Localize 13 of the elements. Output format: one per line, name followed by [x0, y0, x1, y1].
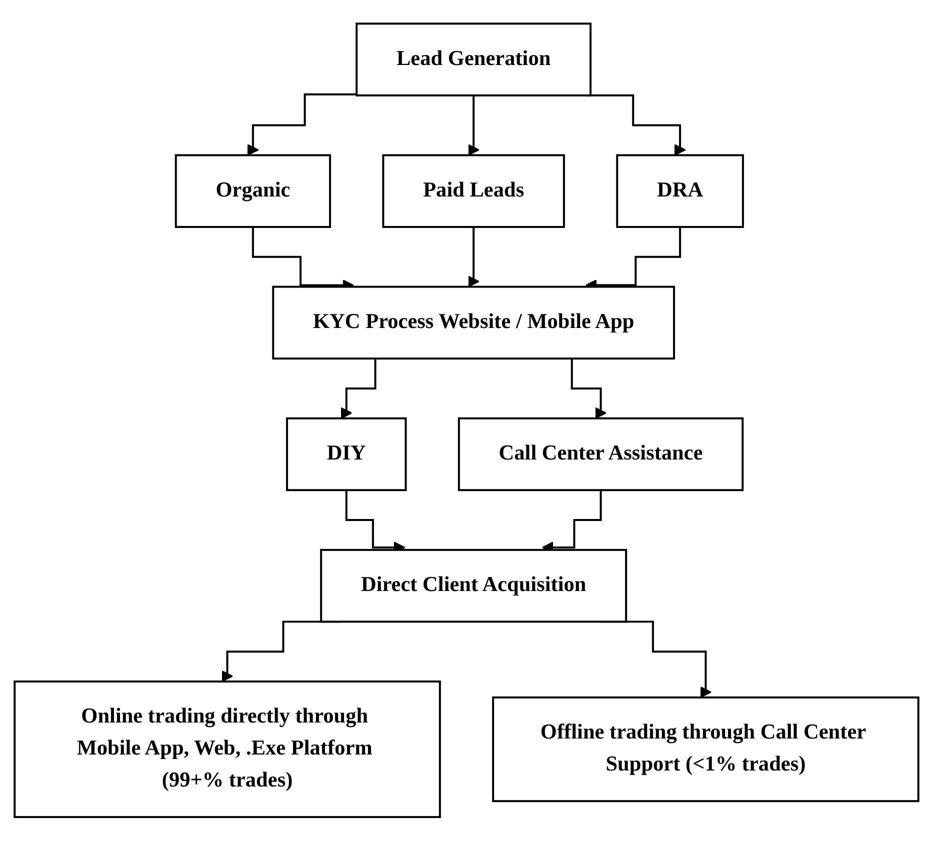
node-box: DIY [286, 418, 407, 492]
node-box: Direct Client Acquisition [320, 549, 628, 623]
arrow [468, 94, 480, 156]
arrow [247, 94, 357, 156]
node-box: Online trading directly through Mobile App, Web, .Exe Platform (99+% trades) [14, 680, 441, 818]
node-box: KYC Process Website / Mobile App [272, 286, 676, 360]
node-box: DRA [616, 154, 744, 228]
node-box: Call Center Assistance [458, 418, 744, 492]
node-box: Offline trading through Call Center Support (<1% trades) [492, 696, 920, 802]
node-box: Organic [174, 154, 332, 228]
node-box: Lead Generation [356, 22, 592, 97]
arrow [468, 226, 480, 288]
node-box: Paid Leads [382, 154, 565, 228]
